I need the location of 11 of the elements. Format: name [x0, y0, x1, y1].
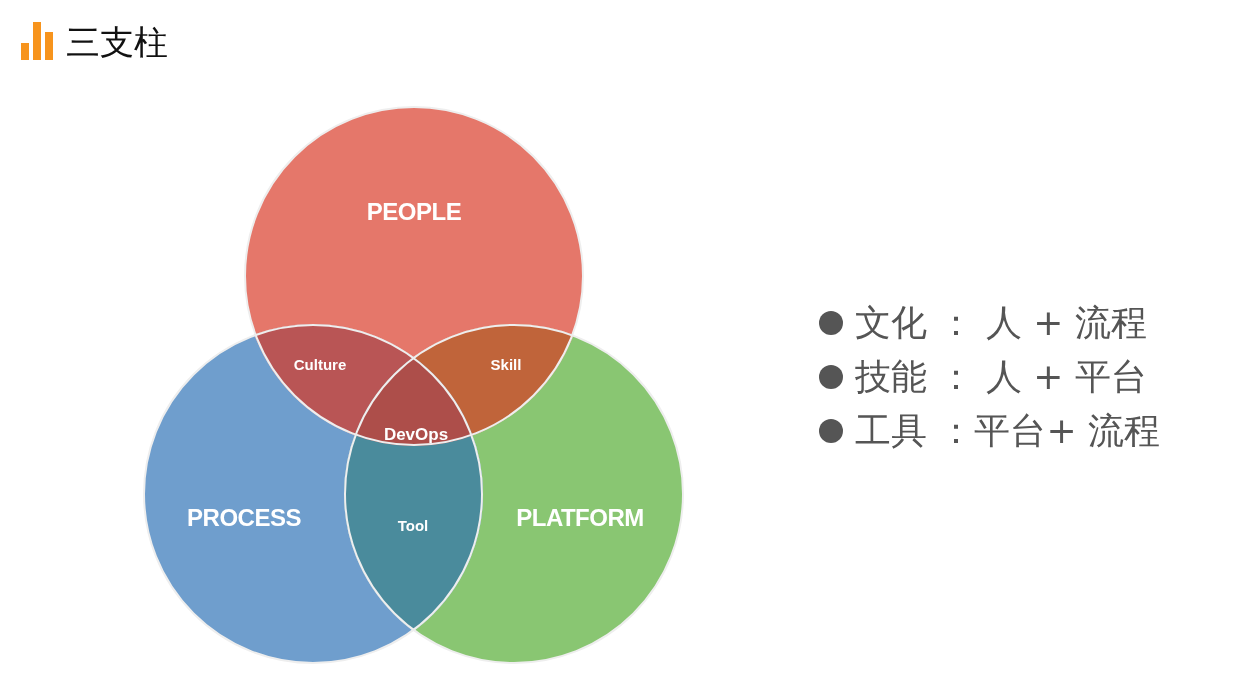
circle-label: PEOPLE: [366, 198, 462, 226]
circle-label: PROCESS: [187, 504, 301, 532]
region-label: Tool: [397, 516, 429, 534]
bullet-text: 技能 ： 人 + 平台: [855, 355, 1147, 399]
bullet-text: 工具 ：平台+ 流程: [855, 409, 1161, 453]
title: 三支柱: [66, 22, 168, 62]
region-label: Culture: [293, 355, 347, 373]
bullet-text: 文化 ： 人 + 流程: [855, 301, 1147, 345]
circle-label: PLATFORM: [516, 504, 644, 532]
region-label: Skill: [490, 355, 522, 373]
region-label: DevOps: [383, 425, 449, 445]
